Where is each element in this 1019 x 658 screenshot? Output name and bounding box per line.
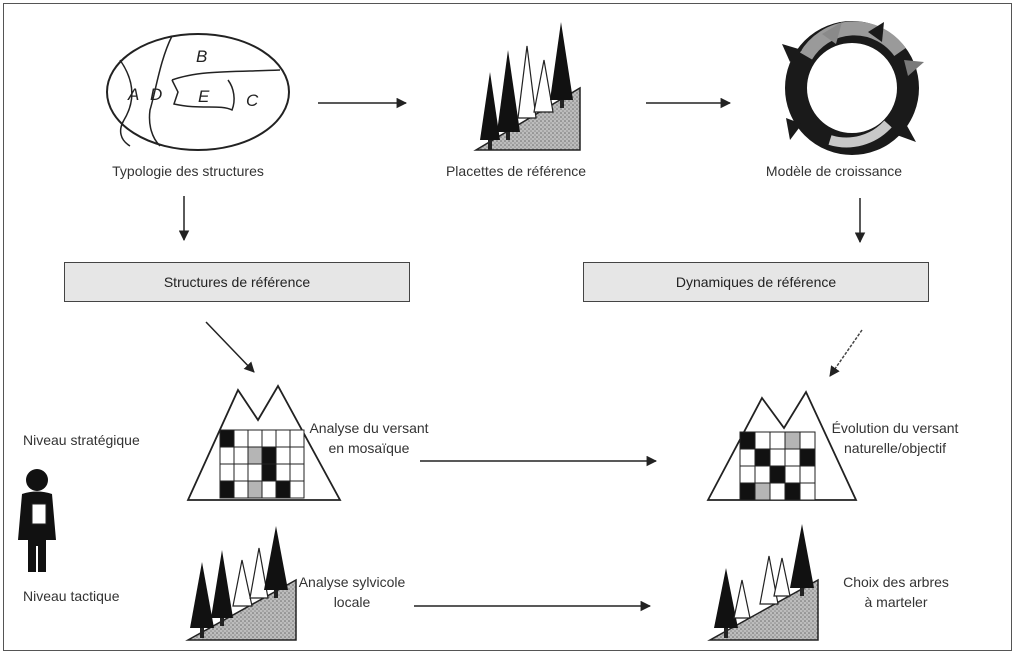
growth-model-label: Modèle de croissance [765,163,903,179]
mosaic-cell [739,448,756,467]
mosaic-cell [754,465,771,484]
plots-label: Placettes de référence [445,163,587,179]
zone-label-a: A [127,85,139,104]
zone-label-b: B [196,47,207,66]
mountain-mosaic-left-icon [186,384,342,501]
mosaic-cell [799,465,816,484]
reference-plot-icon [473,22,581,151]
sylvicole-analysis-label: Analyse sylvicole locale [298,574,406,610]
arrow-structures-to-analysis [205,321,255,373]
mosaic-cell [261,446,277,465]
mosaic-cell [275,446,291,465]
mosaic-cell [754,448,771,467]
mosaic-cell [247,429,263,448]
mosaic-cell [219,429,235,448]
dynamics-reference-label: Dynamiques de référence [675,274,837,290]
mosaic-cell [784,448,801,467]
mosaic-cell [769,448,786,467]
mosaic-cell [261,480,277,499]
structures-reference-label: Structures de référence [163,274,311,290]
mosaic-cell [233,463,249,482]
mosaic-cell [289,429,305,448]
mountain-mosaic-right-icon [706,390,858,501]
tree-choice-label: Choix des arbres à marteler [843,574,949,610]
mosaic-cell [754,482,771,501]
mosaic-cell [233,429,249,448]
mosaic-cell [289,480,305,499]
zone-label-e: E [198,87,210,106]
mosaic-cell [769,465,786,484]
strategic-level-label: Niveau stratégique [23,432,140,448]
mosaic-cell [799,448,816,467]
growth-cycle-icon [782,21,924,155]
typology-map-icon [106,33,290,151]
mosaic-cell [289,463,305,482]
typology-label: Typologie des structures [112,163,264,179]
zone-label-d: D [150,85,162,104]
slope-evolution-label: Évolution du versant naturelle/objectif [831,420,959,456]
mosaic-cell [275,480,291,499]
dynamics-reference-box: Dynamiques de référence [583,262,929,302]
mosaic-cell [219,446,235,465]
mosaic-cell [784,465,801,484]
mosaic-cell [739,431,756,450]
mosaic-cell [769,482,786,501]
mosaic-cell [219,480,235,499]
arrow-dynamics-to-evolution [829,329,863,377]
mosaic-cell [247,446,263,465]
tactical-level-label: Niveau tactique [23,588,120,604]
mosaic-cell [739,465,756,484]
mosaic-cell [784,482,801,501]
zone-label-c: C [246,91,259,110]
mosaic-cell [799,431,816,450]
forest-slope-left-icon [185,526,297,641]
mosaic-cell [769,431,786,450]
mosaic-cell [784,431,801,450]
forester-person-icon [18,469,56,572]
mosaic-cell [233,446,249,465]
mosaic-cell [219,463,235,482]
mosaic-cell [233,480,249,499]
mosaic-cell [261,429,277,448]
mosaic-analysis-label: Analyse du versant en mosaïque [309,420,429,456]
mosaic-cell [261,463,277,482]
structures-reference-box: Structures de référence [64,262,410,302]
mosaic-cell [289,446,305,465]
mosaic-cell [754,431,771,450]
mosaic-cell [247,463,263,482]
forest-slope-right-icon [707,524,819,641]
mosaic-cell [275,429,291,448]
mosaic-cell [275,463,291,482]
mosaic-cell [799,482,816,501]
mosaic-cell [247,480,263,499]
mosaic-cell [739,482,756,501]
